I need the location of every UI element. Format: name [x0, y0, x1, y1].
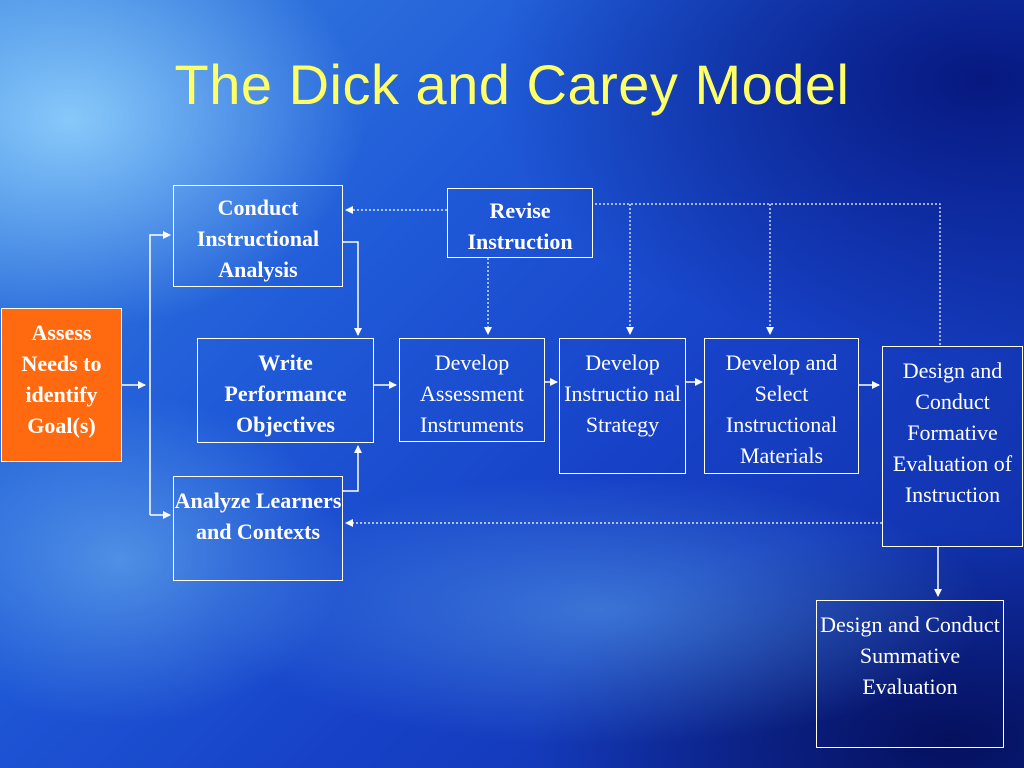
develop-assessment-instruments-box: Develop Assessment Instruments [399, 338, 545, 442]
arrow-branch-to-conduct [149, 231, 171, 515]
develop-select-materials-box: Develop and Select Instructional Materia… [704, 338, 859, 474]
arrow-analyze-to-objectives [343, 445, 362, 492]
slide-title: The Dick and Carey Model [174, 53, 850, 116]
assess-needs-box: Assess Needs to identify Goal(s) [1, 308, 122, 462]
conduct-instructional-analysis-box: Conduct Instructional Analysis [173, 185, 343, 287]
write-performance-objectives-box: Write Performance Objectives [197, 338, 374, 443]
revise-instruction-box: Revise Instruction [447, 188, 593, 258]
summative-evaluation-box: Design and Conduct Summative Evaluation [816, 600, 1004, 748]
develop-instructional-strategy-box: Develop Instructio nal Strategy [559, 338, 686, 474]
feedback-formative-to-revise [592, 203, 941, 345]
formative-evaluation-box: Design and Conduct Formative Evaluation … [882, 346, 1023, 547]
arrow-conduct-to-objectives [343, 241, 362, 336]
analyze-learners-box: Analyze Learners and Contexts [173, 476, 343, 581]
